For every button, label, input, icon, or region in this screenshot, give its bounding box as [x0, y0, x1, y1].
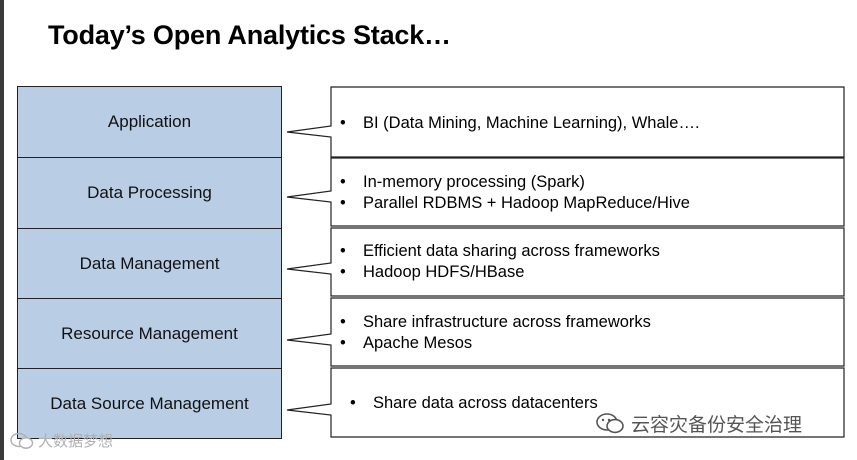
bullet-item: Share infrastructure across frameworks — [340, 312, 651, 333]
layer-label: Application — [107, 112, 192, 131]
layer-data-source-management: Data Source Management — [18, 368, 281, 438]
bullet-list-application: BI (Data Mining, Machine Learning), Whal… — [340, 113, 700, 134]
bullet-list-data-management: Efficient data sharing across frameworks… — [340, 241, 660, 283]
bullet-list-data-processing: In-memory processing (Spark) Parallel RD… — [340, 172, 690, 214]
layer-application: Application — [18, 87, 281, 157]
layer-data-management: Data Management — [18, 228, 281, 298]
page-title: Today’s Open Analytics Stack… — [48, 20, 451, 50]
watermark-left-text: 大数据梦想 — [38, 433, 114, 450]
bullet-item: Share data across datacenters — [350, 393, 598, 414]
bullet-list-resource-management: Share infrastructure across frameworks A… — [340, 312, 651, 354]
wechat-icon — [596, 412, 624, 433]
window-left-edge — [0, 0, 4, 460]
bullet-item: Efficient data sharing across frameworks — [340, 241, 660, 262]
bullet-item: Parallel RDBMS + Hadoop MapReduce/Hive — [340, 193, 690, 214]
layer-label: Resource Management — [61, 323, 238, 343]
bullet-item: Hadoop HDFS/HBase — [340, 262, 660, 283]
layer-label: Data Source Management — [50, 393, 249, 413]
layer-data-processing: Data Processing — [18, 157, 281, 228]
bullet-item: In-memory processing (Spark) — [340, 172, 690, 193]
bullet-item: BI (Data Mining, Machine Learning), Whal… — [340, 113, 700, 134]
watermark-right-text: 云容灾备份安全治理 — [631, 415, 803, 436]
bullet-item: Apache Mesos — [340, 333, 651, 354]
layer-label: Data Management — [79, 253, 220, 273]
watermark-right: 云容灾备份安全治理 — [595, 410, 802, 437]
layer-stack: Application Data Processing Data Managem… — [17, 86, 282, 439]
watermark-left: 大数据梦想 — [10, 430, 113, 451]
layer-label: Data Processing — [87, 183, 212, 202]
wechat-icon — [10, 432, 34, 449]
bullet-list-data-source-management: Share data across datacenters — [350, 393, 598, 414]
layer-resource-management: Resource Management — [18, 298, 281, 368]
